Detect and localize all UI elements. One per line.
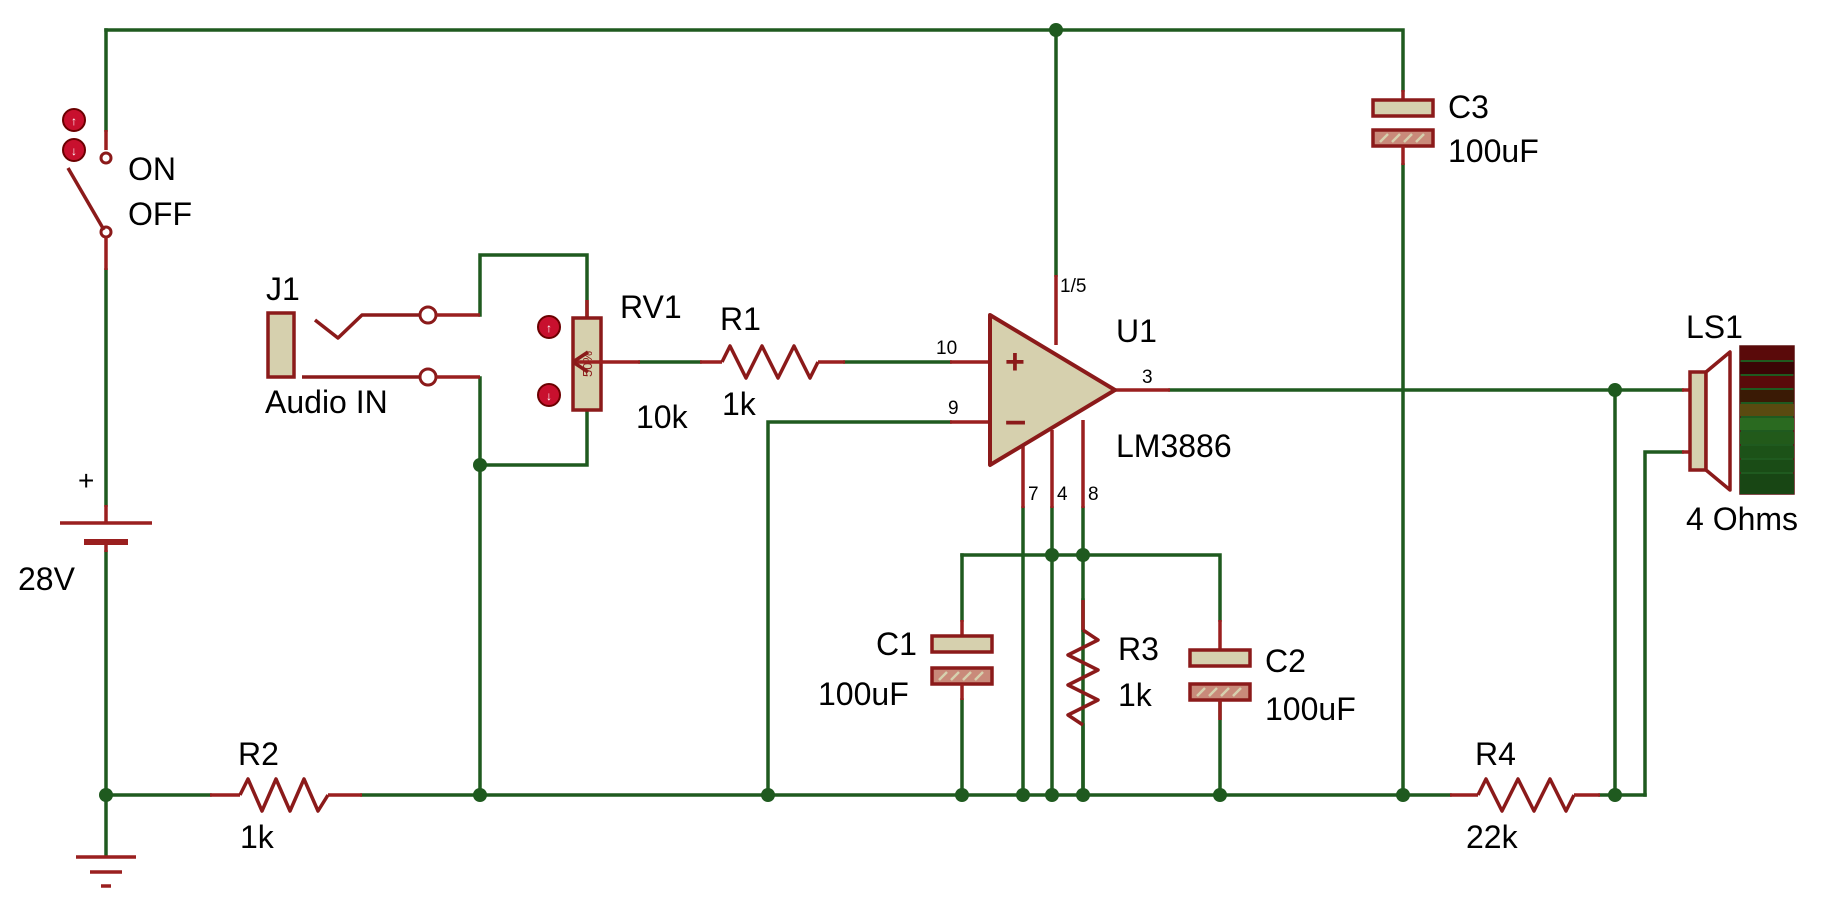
power-switch[interactable]: ↑ ↓ ON OFF: [62, 108, 192, 270]
amp-ref-label: U1: [1116, 313, 1157, 349]
resistor-r4[interactable]: R4 22k: [1450, 736, 1600, 855]
capacitor-c1[interactable]: C1 100uF: [818, 620, 994, 712]
svg-text:↑: ↑: [71, 114, 77, 128]
battery-voltage-label: 28V: [18, 561, 76, 597]
capacitor-c3[interactable]: C3 100uF: [1371, 89, 1539, 169]
pin-4-label: 4: [1057, 484, 1068, 505]
r2-value-label: 1k: [240, 819, 275, 855]
c2-value-label: 100uF: [1265, 691, 1356, 727]
c2-ref-label: C2: [1265, 643, 1306, 679]
resistor-r1[interactable]: R1 1k: [700, 301, 845, 422]
speaker-impedance-label: 4 Ohms: [1686, 501, 1798, 537]
svg-text:↓: ↓: [546, 389, 552, 403]
pot-ref-label: RV1: [620, 289, 682, 325]
c3-ref-label: C3: [1448, 89, 1489, 125]
potentiometer-rv1[interactable]: 50% ↑ ↓ RV1 10k: [537, 289, 689, 435]
r4-ref-label: R4: [1475, 736, 1516, 772]
non-inverting-sign: +: [1005, 343, 1025, 381]
amplifier-u1-lm3886[interactable]: + – 10 9 3 1/5 7 4 8 U1 LM3886: [936, 275, 1232, 508]
ground-symbol: [76, 855, 136, 888]
c1-ref-label: C1: [876, 626, 917, 662]
c1-value-label: 100uF: [818, 676, 909, 712]
pin-7-label: 7: [1028, 484, 1039, 505]
battery-plus-label: +: [78, 465, 94, 496]
jack-ref-label: J1: [266, 271, 300, 307]
r4-value-label: 22k: [1466, 819, 1519, 855]
jack-name-label: Audio IN: [265, 384, 388, 420]
pin-10-label: 10: [936, 338, 957, 359]
r3-value-label: 1k: [1118, 677, 1153, 713]
amp-part-label: LM3886: [1116, 428, 1232, 464]
svg-text:↑: ↑: [546, 321, 552, 335]
switch-toggle-icons[interactable]: ↑ ↓: [62, 108, 86, 162]
speaker-level-meter: [1739, 345, 1795, 495]
pin-1-5-label: 1/5: [1060, 276, 1086, 297]
pin-8-label: 8: [1088, 484, 1099, 505]
resistor-r3[interactable]: R3 1k: [1066, 600, 1159, 727]
wires: [104, 28, 1684, 857]
c3-value-label: 100uF: [1448, 133, 1539, 169]
speaker-ls1[interactable]: LS1 4 Ohms: [1682, 309, 1798, 537]
resistor-r2[interactable]: R2 1k: [210, 736, 362, 855]
speaker-ref-label: LS1: [1686, 309, 1743, 345]
r2-ref-label: R2: [238, 736, 279, 772]
pot-adjust-icons[interactable]: ↑ ↓: [537, 315, 561, 407]
junctions: [99, 23, 1622, 802]
r3-ref-label: R3: [1118, 631, 1159, 667]
pin-9-label: 9: [948, 398, 959, 419]
capacitor-c2[interactable]: C2 100uF: [1188, 620, 1356, 727]
r1-value-label: 1k: [722, 386, 757, 422]
pot-value-label: 10k: [636, 399, 689, 435]
switch-off-label: OFF: [128, 196, 192, 232]
pin-3-label: 3: [1142, 367, 1153, 388]
r1-ref-label: R1: [720, 301, 761, 337]
inverting-sign: –: [1005, 400, 1026, 442]
switch-on-label: ON: [128, 151, 176, 187]
battery: + 28V: [18, 465, 152, 597]
audio-jack-j1[interactable]: J1 Audio IN: [265, 271, 480, 420]
svg-text:↓: ↓: [71, 144, 77, 158]
